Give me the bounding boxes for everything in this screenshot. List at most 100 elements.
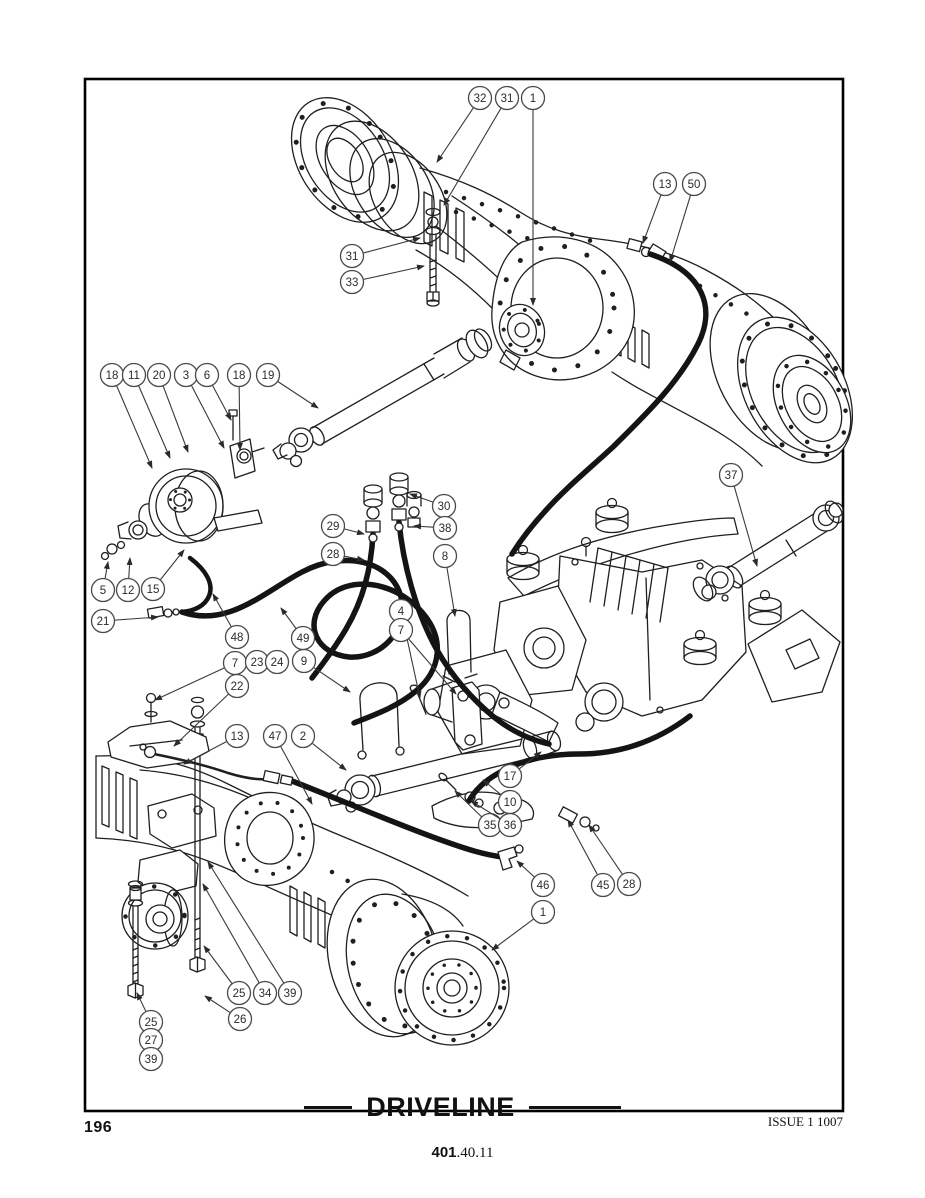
- callout-balloon: [227, 1006, 253, 1032]
- callout-balloon: [497, 763, 523, 789]
- callout-32: 32: [436, 85, 493, 163]
- callout-45: 45: [567, 819, 616, 898]
- callout-39: 39: [207, 861, 303, 1006]
- title-row: DRIVELINE: [0, 1092, 925, 1123]
- union-fitting-2: [279, 774, 294, 786]
- callout-balloon: [252, 980, 278, 1006]
- callout-number: 18: [233, 370, 246, 382]
- callout-number: 1: [530, 93, 536, 105]
- callout-7: 7: [388, 617, 457, 695]
- callout-balloon: [291, 648, 317, 674]
- callout-21: 21: [90, 608, 159, 634]
- callout-number: 45: [597, 880, 610, 892]
- callout-number: 6: [204, 370, 210, 382]
- leader-line: [409, 493, 433, 503]
- hose-47: [289, 778, 506, 860]
- callout-number: 37: [725, 470, 738, 482]
- mount-cushions: [506, 497, 782, 666]
- callout-number: 25: [145, 1017, 158, 1029]
- driveshaft-upper: [272, 328, 493, 468]
- leader-line: [136, 992, 147, 1012]
- callout-number: 46: [537, 880, 550, 892]
- callout-37: 37: [718, 462, 758, 567]
- callout-36: 36: [470, 800, 523, 838]
- leader-line: [280, 746, 313, 805]
- callout-balloon: [652, 171, 678, 197]
- callout-number: 29: [327, 521, 340, 533]
- callout-1: 1: [491, 899, 556, 951]
- callout-10: 10: [482, 779, 523, 815]
- callout-1: 1: [520, 85, 546, 306]
- leader-line: [280, 607, 297, 629]
- page-title: DRIVELINE: [366, 1092, 515, 1122]
- callout-4: 4: [388, 598, 422, 699]
- callout-number: 20: [153, 370, 166, 382]
- elbow-fitting-46: [497, 846, 518, 871]
- leader-line: [162, 386, 189, 453]
- leader-line: [204, 995, 231, 1013]
- callout-number: 27: [145, 1035, 158, 1047]
- leader-line: [363, 236, 421, 254]
- leader-line: [313, 667, 351, 693]
- guard-plate: [107, 692, 210, 769]
- callout-number: 28: [623, 879, 636, 891]
- callout-number: 33: [346, 277, 359, 289]
- callout-balloon: [146, 362, 172, 388]
- callout-balloon: [224, 624, 250, 650]
- callout-8: 8: [432, 543, 458, 617]
- leader-line: [642, 195, 662, 244]
- callout-number: 32: [474, 93, 487, 105]
- leader-line: [470, 800, 501, 820]
- callout-28: 28: [588, 824, 642, 897]
- callout-balloon: [264, 649, 290, 675]
- callout-number: 17: [504, 771, 517, 783]
- bottom-axle-bolts: [127, 696, 206, 999]
- callout-22: 22: [173, 673, 250, 747]
- callout-number: 11: [128, 370, 140, 382]
- leader-line: [443, 108, 502, 206]
- callout-49: 49: [280, 607, 316, 651]
- brake-drum-assembly: [100, 409, 265, 619]
- leader-line: [202, 883, 260, 983]
- doc-code-chapter: 401: [431, 1144, 457, 1161]
- callout-balloon: [290, 723, 316, 749]
- callout-number: 15: [147, 584, 160, 596]
- callout-number: 25: [233, 988, 246, 1000]
- callout-number: 49: [297, 633, 310, 645]
- callout-balloon: [90, 577, 116, 603]
- callout-31: 31: [443, 85, 520, 206]
- doc-code: 401.40.11: [0, 1144, 925, 1162]
- callout-balloon: [115, 577, 141, 603]
- hose-a: [309, 531, 376, 681]
- callout-number: 30: [438, 501, 451, 513]
- leader-line: [173, 693, 229, 747]
- callout-balloon: [121, 362, 147, 388]
- bottom-axle-hub: [326, 878, 510, 1046]
- callout-balloon: [194, 362, 220, 388]
- callout-balloon: [320, 541, 346, 567]
- callout-number: 48: [231, 632, 244, 644]
- illustration-linework: [95, 97, 854, 1046]
- callout-number: 3: [183, 370, 189, 382]
- callout-46: 46: [516, 860, 556, 898]
- callout-balloon: [226, 362, 252, 388]
- leader-line: [236, 386, 243, 451]
- callout-50: 50: [669, 171, 707, 263]
- leader-line: [491, 918, 534, 951]
- leader-line: [436, 107, 474, 163]
- callout-35: 35: [454, 790, 503, 838]
- callout-18: 18: [226, 362, 252, 451]
- callout-balloon: [224, 673, 250, 699]
- callout-number: 13: [659, 179, 672, 191]
- callout-number: 5: [100, 585, 106, 597]
- leader-line: [277, 381, 319, 409]
- callout-number: 47: [269, 731, 282, 743]
- callout-34: 34: [202, 883, 278, 1006]
- leader-line: [191, 385, 225, 449]
- union-fitting: [262, 770, 281, 785]
- callout-number: 26: [234, 1014, 247, 1026]
- callout-number: 18: [106, 370, 119, 382]
- callout-31: 31: [339, 236, 421, 269]
- callout-13: 13: [183, 723, 250, 765]
